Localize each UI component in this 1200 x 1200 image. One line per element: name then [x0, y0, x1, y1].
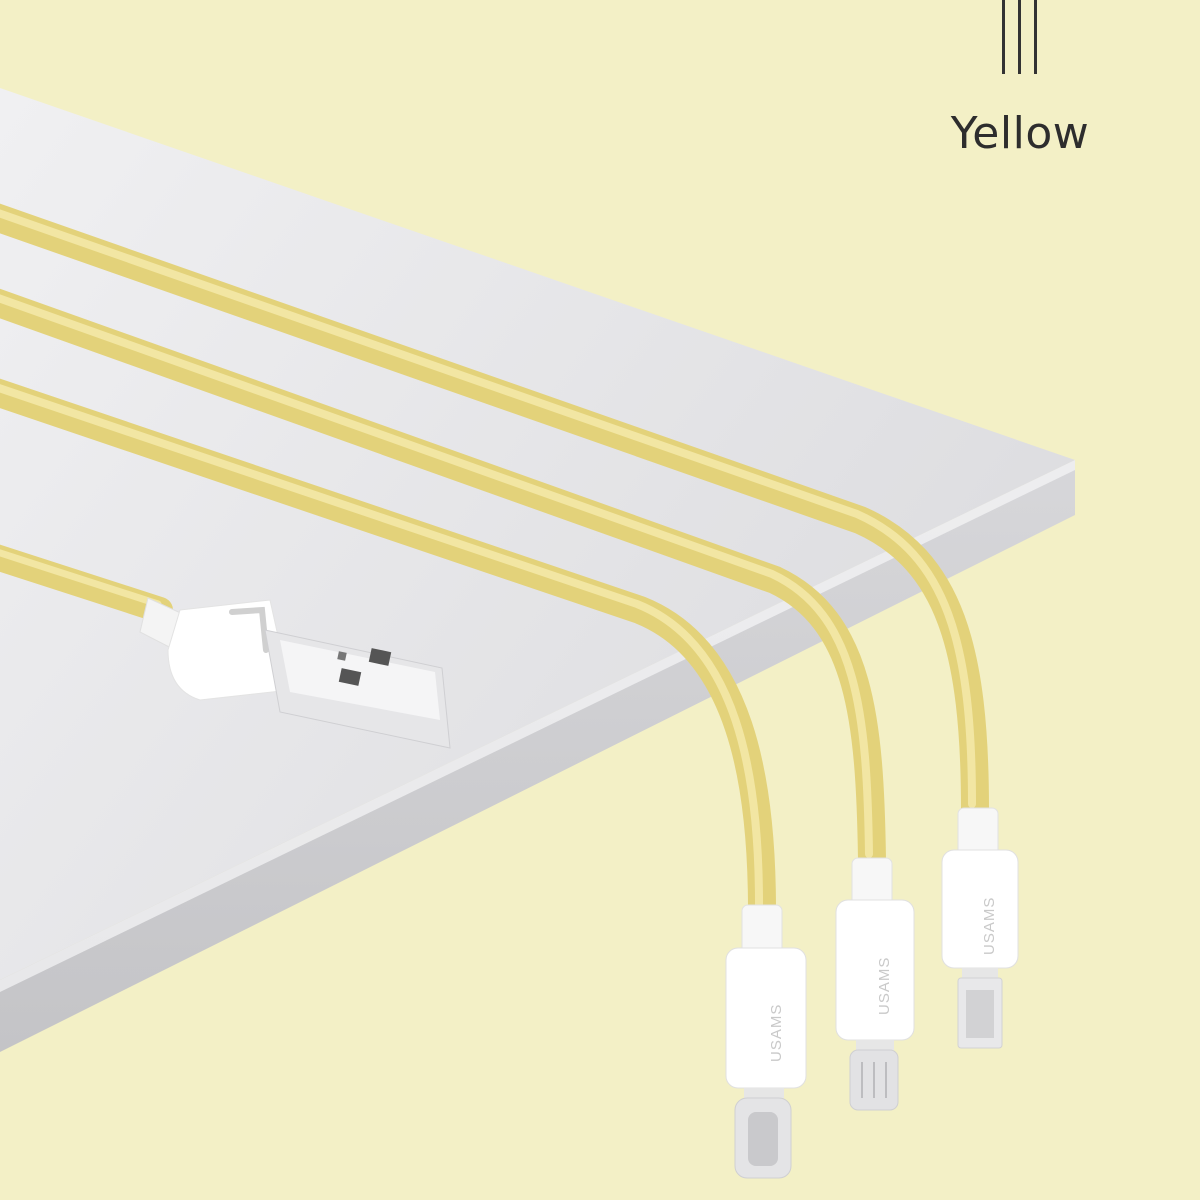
brand-logo-lightning: USAMS	[876, 957, 893, 1015]
cable-usb-a	[0, 544, 173, 623]
table-top	[0, 88, 1075, 980]
lightning-connector: USAMS	[835, 857, 915, 1111]
top-decor-lines	[1002, 0, 1037, 74]
cables	[0, 203, 989, 924]
usb-a-connector	[139, 597, 451, 749]
brand-logo-typec: USAMS	[768, 1004, 785, 1062]
brand-logo-micro: USAMS	[981, 897, 998, 955]
micro-usb-connector: USAMS	[941, 807, 1019, 1049]
typec-connector: USAMS	[725, 904, 807, 1179]
color-name-label: Yellow	[950, 108, 1090, 159]
